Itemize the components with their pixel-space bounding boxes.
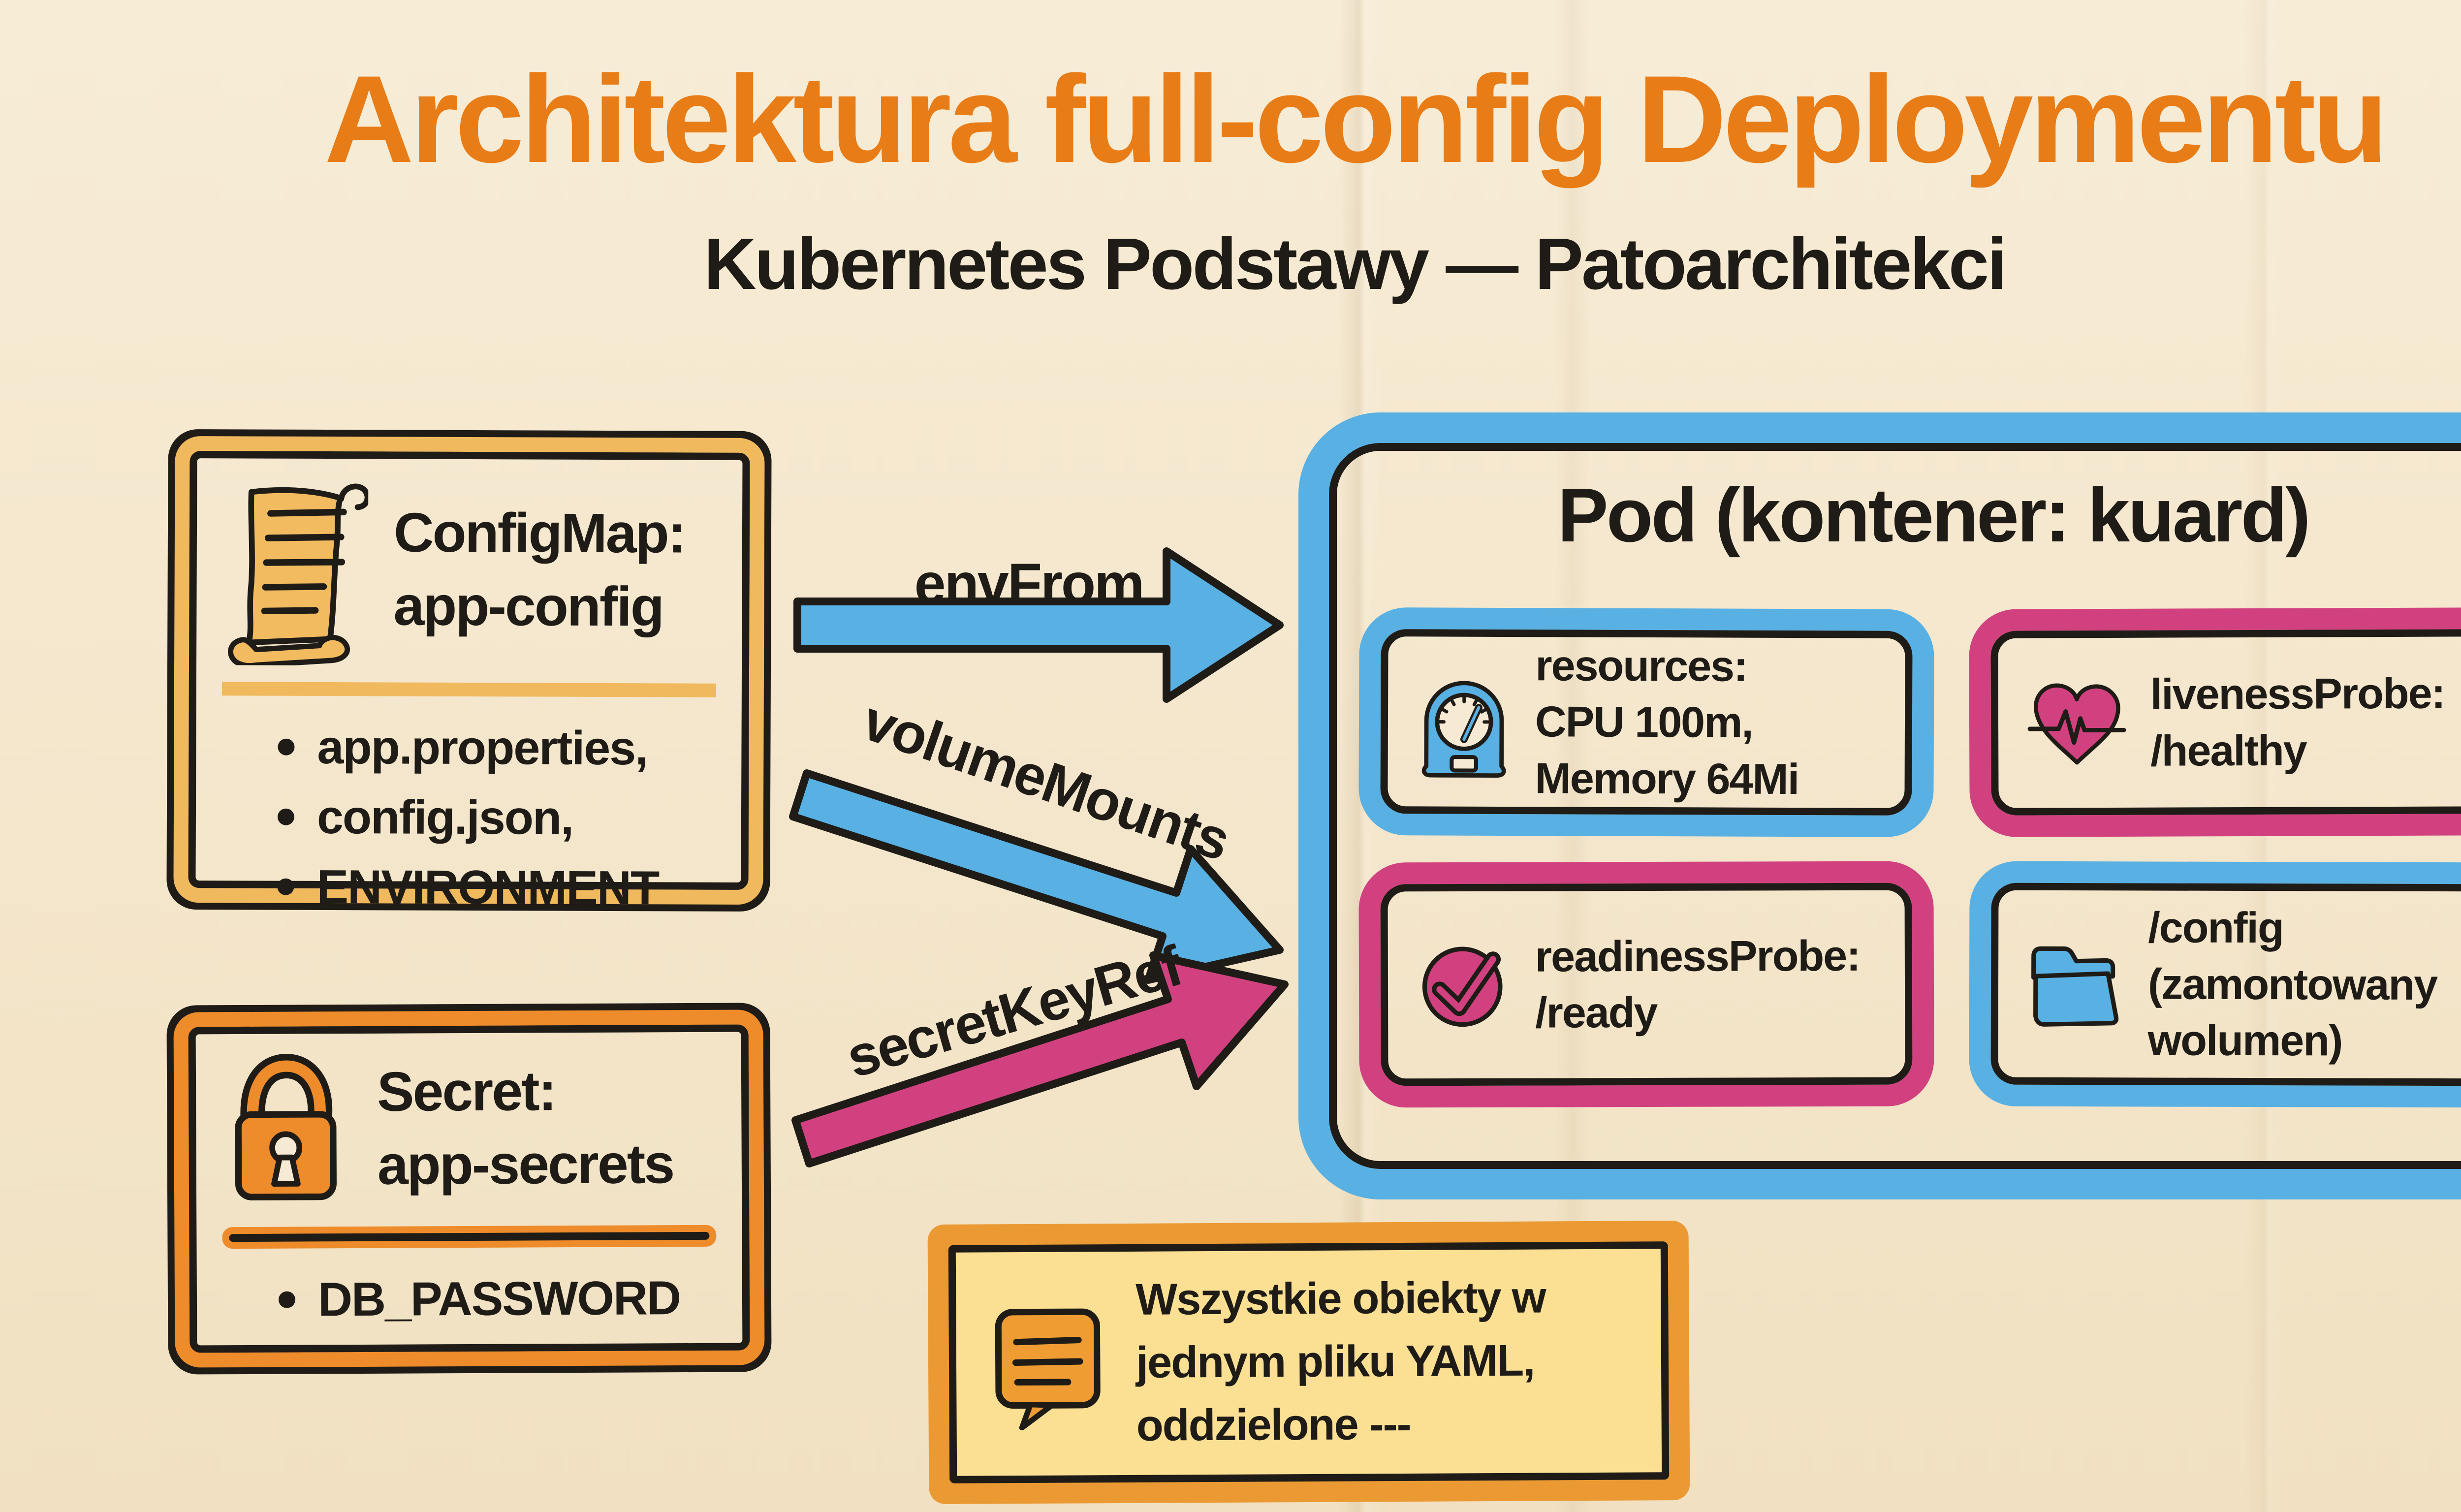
secret-title: Secret: app-secrets [377,1060,674,1196]
config-volume-text: /config (zamontowany wolumen) [2147,903,2437,1065]
resources-cell: resources: CPU 100m, Memory 64Mi [1380,629,1913,816]
readiness-probe-cell: readinessProbe: /ready [1380,882,1913,1086]
secretkeyref-label: secretKeyRef [840,934,1188,1090]
liveness-probe-text: livenessProbe: /healthy [2150,668,2445,775]
folder-icon [2031,946,2119,1027]
secret-header: Secret: app-secrets [220,1046,718,1210]
lock-icon [235,1054,337,1200]
divider [228,689,709,691]
volumemounts-label: volumeMounts [855,689,1237,873]
list-item: app.properties, [278,720,718,776]
list-item: ENVIRONMENT [277,859,717,916]
bullet-dot [277,808,295,825]
config-volume-cell: /config (zamontowany wolumen) [1990,882,2461,1086]
configmap-items: app.properties, config.json, ENVIRONMENT [219,719,718,916]
page-title: Architektura full-config Deploymentu [324,50,2388,189]
secret-items: DB_PASSWORD [221,1270,719,1327]
list-item-label: config.json, [316,789,573,845]
list-item-label: DB_PASSWORD [317,1271,681,1326]
heart-icon [2027,683,2126,765]
secret-box: Secret: app-secrets DB_PASSWORD [188,1024,750,1353]
configmap-title: ConfigMap: app-config [393,501,685,638]
pod-box: Pod (kontener: kuard) resources: CPU 100… [1329,443,2461,1169]
list-item: DB_PASSWORD [278,1270,719,1327]
readiness-probe-text: readinessProbe: /ready [1535,931,1860,1037]
configmap-box: ConfigMap: app-config app.properties, co… [188,451,750,914]
divider [229,1231,710,1242]
speech-bubble-icon [995,1308,1101,1431]
note-text: Wszystkie obiekty w jednym pliku YAML, o… [1136,1273,1546,1450]
bullet-dot [277,878,294,895]
bullet-dot [278,1291,296,1308]
check-icon [1422,946,1503,1027]
configmap-header: ConfigMap: app-config [220,472,719,667]
envfrom-label: envFrom [914,552,1145,615]
resources-text: resources: CPU 100m, Memory 64Mi [1535,641,1799,803]
list-item-label: ENVIRONMENT [316,859,659,915]
list-item-label: app.properties, [317,720,648,775]
page-subtitle: Kubernetes Podstawy — Patoarchitekci [703,223,2007,305]
list-item: config.json, [277,789,718,846]
scroll-icon [228,483,369,666]
gauge-icon [1421,680,1506,778]
pod-title: Pod (kontener: kuard) [1557,472,2310,558]
liveness-probe-cell: livenessProbe: /healthy [1990,629,2461,816]
bullet-dot [278,738,295,756]
note-box: Wszystkie obiekty w jednym pliku YAML, o… [948,1241,1670,1483]
